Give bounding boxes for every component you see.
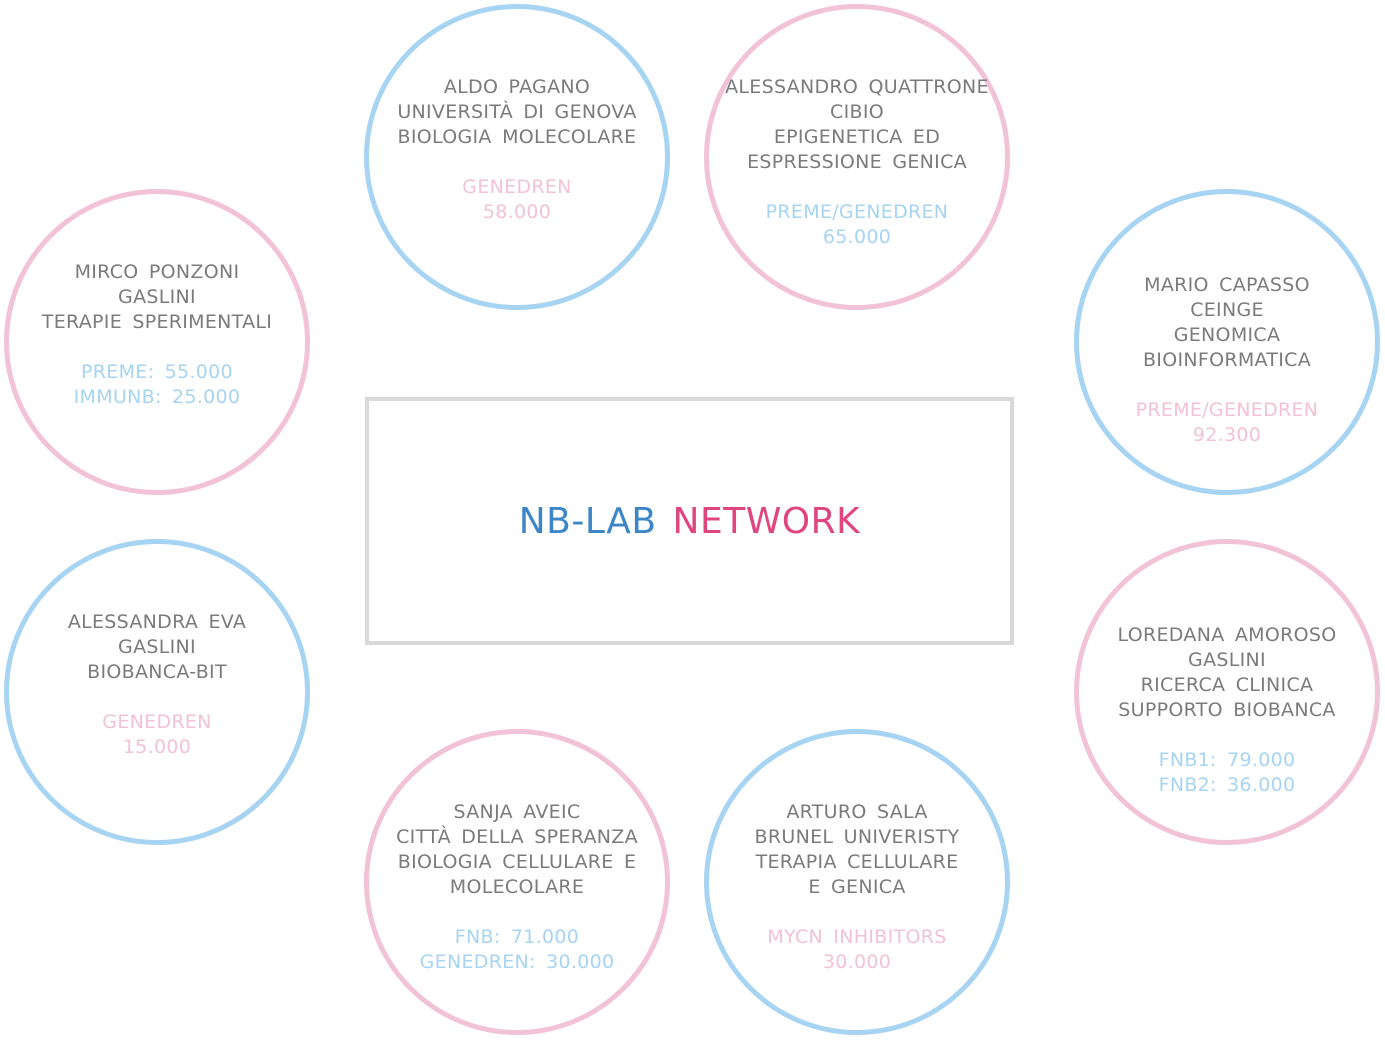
node-eva: ALESSANDRA EVA GASLINI BIOBANCA-BIT GENE…	[4, 539, 310, 845]
node-funding-line: 58.000	[482, 201, 552, 223]
node-field: RICERCA CLINICA	[1140, 674, 1314, 696]
node-name: ALDO PAGANO	[443, 76, 591, 98]
node-funding-line: FNB: 71.000	[454, 926, 580, 948]
node-funding-line: FNB2: 36.000	[1158, 774, 1296, 796]
node-field: GENOMICA	[1173, 324, 1281, 346]
node-institution: CITTÀ DELLA SPERANZA	[396, 826, 638, 848]
node-field: EPIGENETICA ED	[773, 126, 941, 148]
node-spacer	[369, 900, 665, 925]
node-spacer	[709, 175, 1005, 200]
node-funding-line: FNB1: 79.000	[1158, 749, 1296, 771]
node-field: ESPRESSIONE GENICA	[747, 151, 967, 173]
center-box: NB-LAB NETWORK	[365, 397, 1014, 645]
node-text: SANJA AVEIC CITTÀ DELLA SPERANZA BIOLOGI…	[369, 800, 665, 975]
node-field: TERAPIA CELLULARE	[755, 851, 959, 873]
node-name: LOREDANA AMOROSO	[1117, 624, 1337, 646]
node-name: ALESSANDRO QUATTRONE	[725, 76, 989, 98]
node-ponzoni: MIRCO PONZONI GASLINI TERAPIE SPERIMENTA…	[4, 189, 310, 495]
node-institution: UNIVERSITÀ DI GENOVA	[397, 101, 637, 123]
node-field: SUPPORTO BIOBANCA	[1118, 699, 1336, 721]
node-text: MIRCO PONZONI GASLINI TERAPIE SPERIMENTA…	[9, 260, 305, 410]
node-text: LOREDANA AMOROSO GASLINI RICERCA CLINICA…	[1079, 623, 1375, 798]
node-field: BIOLOGIA CELLULARE E	[397, 851, 637, 873]
node-pagano: ALDO PAGANO UNIVERSITÀ DI GENOVA BIOLOGI…	[364, 4, 670, 310]
node-funding-line: PREME/GENEDREN	[765, 201, 949, 223]
node-quattrone: ALESSANDRO QUATTRONE CIBIO EPIGENETICA E…	[704, 4, 1010, 310]
node-sala: ARTURO SALA BRUNEL UNIVERISTY TERAPIA CE…	[704, 729, 1010, 1035]
node-text: ALDO PAGANO UNIVERSITÀ DI GENOVA BIOLOGI…	[369, 75, 665, 225]
node-funding-line: 30.000	[822, 951, 892, 973]
node-spacer	[1079, 373, 1375, 398]
node-funding-line: PREME: 55.000	[81, 361, 233, 383]
node-funding-line: IMMUNB: 25.000	[73, 386, 241, 408]
node-field: E GENICA	[808, 876, 906, 898]
node-institution: CEINGE	[1190, 299, 1264, 321]
center-title-part2: NETWORK	[672, 500, 861, 542]
center-title: NB-LAB NETWORK	[519, 501, 861, 542]
node-spacer	[709, 900, 1005, 925]
node-institution: BRUNEL UNIVERISTY	[754, 826, 960, 848]
node-spacer	[9, 335, 305, 360]
node-funding-line: MYCN INHIBITORS	[767, 926, 947, 948]
node-field: TERAPIE SPERIMENTALI	[41, 311, 273, 333]
node-name: ALESSANDRA EVA	[67, 611, 247, 633]
node-funding-line: 15.000	[122, 736, 192, 758]
node-funding-line: GENEDREN	[462, 176, 572, 198]
node-text: ALESSANDRO QUATTRONE CIBIO EPIGENETICA E…	[709, 75, 1005, 250]
node-institution: CIBIO	[830, 101, 884, 123]
node-field: BIOBANCA-BIT	[87, 661, 227, 683]
center-title-part1: NB-LAB	[518, 500, 657, 542]
node-capasso: MARIO CAPASSO CEINGE GENOMICA BIOINFORMA…	[1074, 189, 1380, 495]
node-amoroso: LOREDANA AMOROSO GASLINI RICERCA CLINICA…	[1074, 539, 1380, 845]
node-name: ARTURO SALA	[786, 801, 928, 823]
node-field: MOLECOLARE	[449, 876, 585, 898]
node-name: MARIO CAPASSO	[1144, 274, 1310, 296]
node-funding-line: 65.000	[822, 226, 892, 248]
node-field: BIOLOGIA MOLECOLARE	[397, 126, 637, 148]
node-spacer	[1079, 723, 1375, 748]
node-name: MIRCO PONZONI	[74, 261, 240, 283]
node-funding-line: PREME/GENEDREN	[1135, 399, 1319, 421]
node-text: MARIO CAPASSO CEINGE GENOMICA BIOINFORMA…	[1079, 273, 1375, 448]
node-institution: GASLINI	[1188, 649, 1266, 671]
node-spacer	[9, 685, 305, 710]
node-funding-line: GENEDREN: 30.000	[419, 951, 615, 973]
node-funding-line: GENEDREN	[102, 711, 212, 733]
node-text: ARTURO SALA BRUNEL UNIVERISTY TERAPIA CE…	[709, 800, 1005, 975]
node-field: BIOINFORMATICA	[1142, 349, 1312, 371]
node-institution: GASLINI	[118, 636, 196, 658]
node-spacer	[369, 150, 665, 175]
node-name: SANJA AVEIC	[453, 801, 581, 823]
node-funding-line: 92.300	[1192, 424, 1262, 446]
node-text: ALESSANDRA EVA GASLINI BIOBANCA-BIT GENE…	[9, 610, 305, 760]
node-institution: GASLINI	[118, 286, 196, 308]
node-aveic: SANJA AVEIC CITTÀ DELLA SPERANZA BIOLOGI…	[364, 729, 670, 1035]
